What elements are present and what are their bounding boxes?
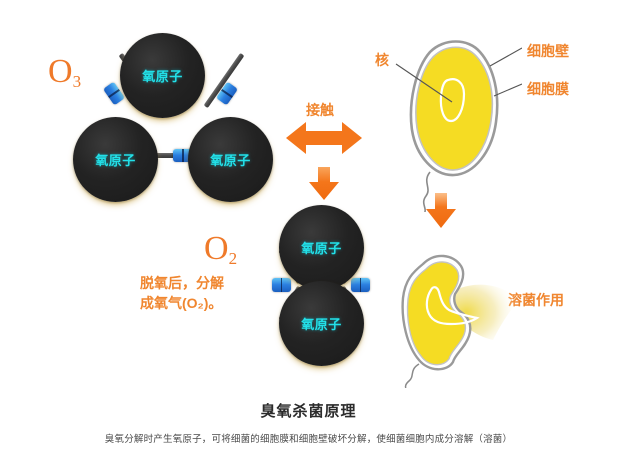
- label-lysis: 溶菌作用: [508, 292, 564, 308]
- page-caption: 臭氧分解时产生氧原子，可将细菌的细胞膜和细胞壁破坏分解，使细菌细胞内成分溶解（溶…: [104, 434, 513, 445]
- oxygen-formula-subscript: 2: [228, 249, 238, 268]
- page-title: 臭氧杀菌原理: [260, 403, 357, 420]
- oxygen-atom-bottom-label: 氧原子: [301, 317, 342, 332]
- bacteria-intact-illustration: [395, 40, 522, 212]
- bacteria-down-arrow-icon: [426, 193, 456, 228]
- oxygen-molecule-group: 氧原子 氧原子: [265, 200, 395, 370]
- bond-joint-o2-right: [351, 278, 370, 292]
- label-cell-membrane: 细胞膜: [527, 81, 569, 97]
- oxygen-atom-top: 氧原子: [279, 205, 364, 290]
- ozone-atom-top-label: 氧原子: [142, 69, 183, 84]
- center-down-arrow-icon: [309, 167, 339, 200]
- ozone-atom-left: 氧原子: [73, 117, 158, 202]
- double-arrow-icon: [286, 122, 362, 154]
- ozone-formula-symbol: O: [48, 53, 73, 90]
- label-nucleus: 核: [375, 52, 389, 68]
- ozone-atom-top: 氧原子: [120, 33, 205, 118]
- ozone-atom-right-label: 氧原子: [210, 153, 251, 168]
- oxygen-atom-bottom: 氧原子: [279, 281, 364, 366]
- ozone-formula-subscript: 3: [72, 72, 82, 91]
- ozone-atom-left-label: 氧原子: [95, 153, 136, 168]
- oxygen-formula-label: O2: [204, 230, 237, 268]
- bond-joint-o2-left: [272, 278, 291, 292]
- ozone-molecule-group: 氧原子 氧原子 氧原子: [0, 0, 300, 220]
- label-cell-wall: 细胞壁: [527, 43, 569, 59]
- oxygen-formula-symbol: O: [204, 230, 229, 267]
- deoxygenation-note-line1: 脱氧后，分解: [140, 275, 224, 291]
- contact-label: 接触: [306, 102, 334, 118]
- oxygen-atom-top-label: 氧原子: [301, 241, 342, 256]
- ozone-formula-label: O3: [48, 53, 81, 91]
- ozone-atom-right: 氧原子: [188, 117, 273, 202]
- bacteria-lysed-illustration: [401, 254, 519, 388]
- deoxygenation-note-line2: 成氧气(O₂)。: [140, 295, 223, 312]
- deoxygenation-note: 脱氧后，分解 成氧气(O₂)。: [140, 273, 224, 314]
